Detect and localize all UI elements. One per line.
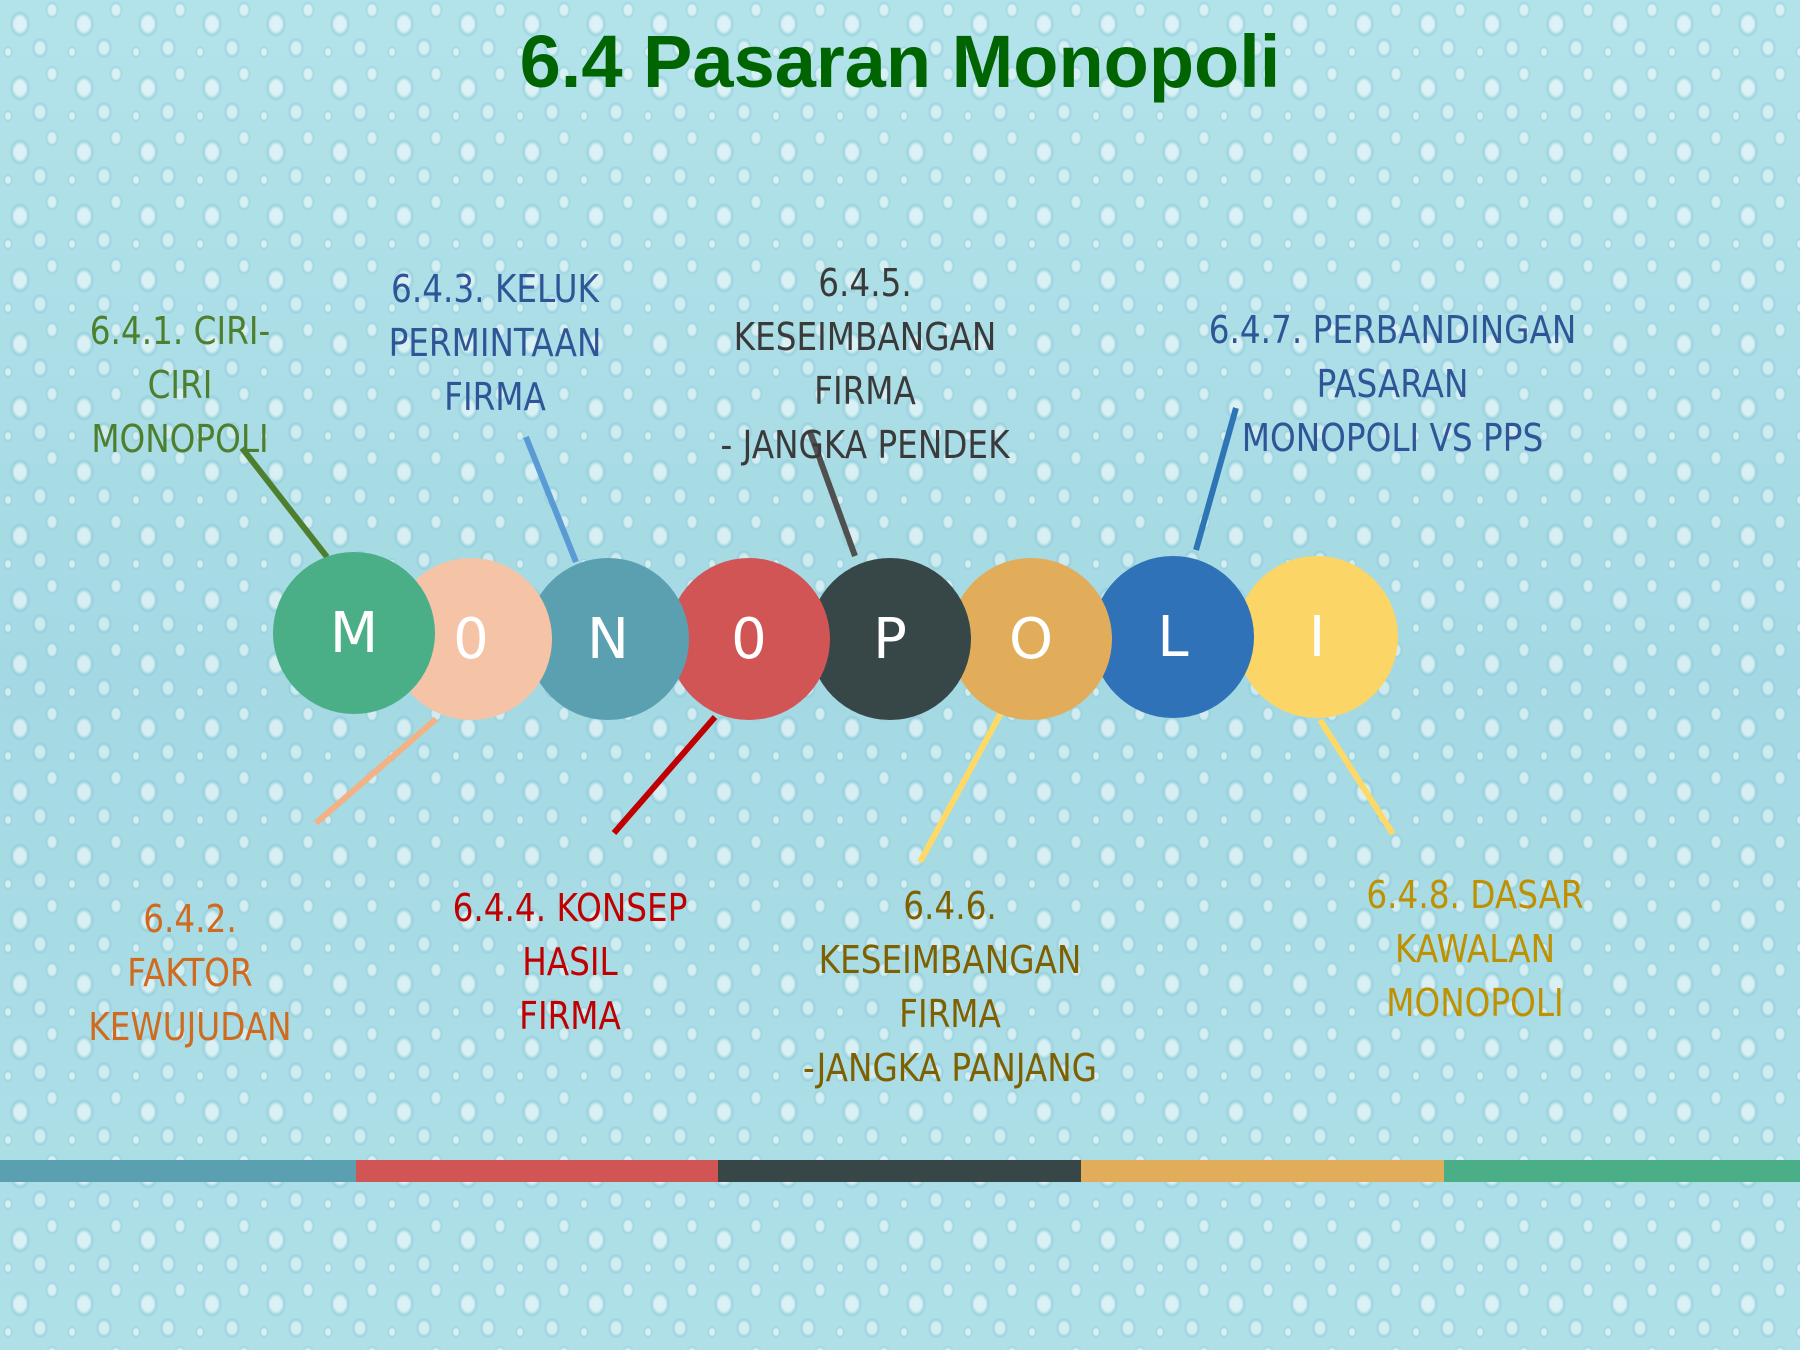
circle-letter: I xyxy=(1308,604,1326,670)
circle-letter: P xyxy=(873,606,907,672)
bottom-bar-segment-4 xyxy=(1081,1160,1444,1182)
topic-label-6-4-8[interactable]: 6.4.8. DASAR KAWALAN MONOPOLI xyxy=(1366,873,1584,1025)
circle-letter: 0 xyxy=(453,606,489,672)
circle-letter: N xyxy=(587,606,629,672)
letter-circle-m: M xyxy=(273,552,435,714)
circle-letter: 0 xyxy=(731,606,767,672)
connector-644 xyxy=(611,715,718,835)
topic-label-6-4-5[interactable]: 6.4.5. KESEIMBANGAN FIRMA - JANGKA PENDE… xyxy=(720,261,1010,467)
letter-circle-i: I xyxy=(1236,556,1398,718)
connector-643 xyxy=(523,435,579,564)
circle-letter: L xyxy=(1157,604,1189,670)
topic-label-6-4-2[interactable]: 6.4.2. FAKTOR KEWUJUDAN xyxy=(88,897,292,1049)
topic-label-6-4-6[interactable]: 6.4.6. KESEIMBANGAN FIRMA -JANGKA PANJAN… xyxy=(802,884,1098,1090)
circle-letter: M xyxy=(329,600,379,666)
topic-label-6-4-7[interactable]: 6.4.7. PERBANDINGAN PASARAN MONOPOLI VS … xyxy=(1208,308,1577,460)
topic-label-6-4-3[interactable]: 6.4.3. KELUK PERMINTAAN FIRMA xyxy=(388,267,602,419)
connector-641 xyxy=(239,446,330,559)
connector-647 xyxy=(1193,407,1239,551)
bottom-bar-segment-2 xyxy=(356,1160,718,1182)
letter-circle-o3: O xyxy=(950,558,1112,720)
letter-circle-n: N xyxy=(527,558,689,720)
slide-title: 6.4 Pasaran Monopoli xyxy=(519,20,1281,103)
letter-circle-p: P xyxy=(809,558,971,720)
bottom-bar-segment-5 xyxy=(1444,1160,1800,1182)
connector-645 xyxy=(807,430,858,558)
connector-642 xyxy=(314,716,438,826)
topic-label-6-4-4[interactable]: 6.4.4. KONSEP HASIL FIRMA xyxy=(452,886,688,1038)
bottom-bar-segment-3 xyxy=(718,1160,1081,1182)
circle-letter: O xyxy=(1008,606,1054,672)
connector-646 xyxy=(917,709,1005,864)
letter-circle-l: L xyxy=(1092,556,1254,718)
letter-circle-o2: 0 xyxy=(668,558,830,720)
connector-648 xyxy=(1317,718,1396,836)
topic-label-6-4-1[interactable]: 6.4.1. CIRI- CIRI MONOPOLI xyxy=(89,309,271,461)
bottom-bar-segment-1 xyxy=(0,1160,356,1182)
